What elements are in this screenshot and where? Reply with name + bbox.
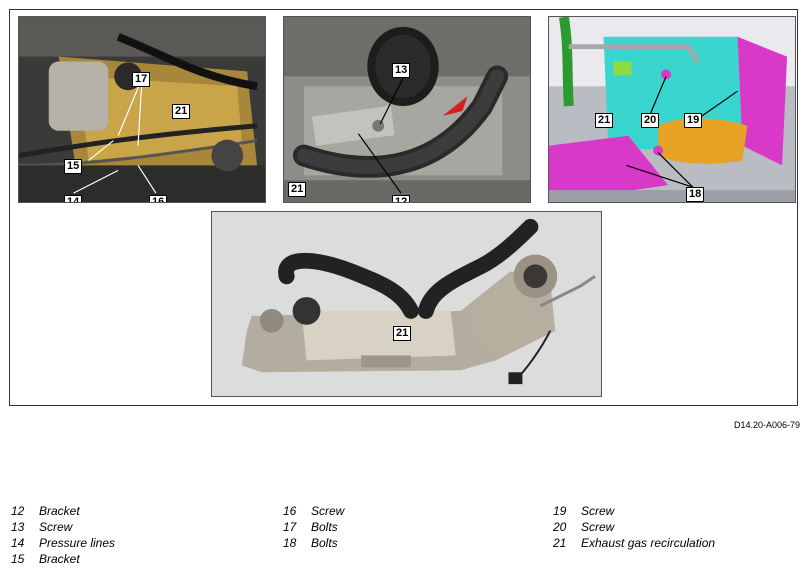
callout-21: 21 xyxy=(595,113,614,128)
legend-number: 15 xyxy=(11,552,25,566)
callout-21: 21 xyxy=(288,182,307,197)
legend-number: 14 xyxy=(11,536,25,550)
callout-20: 20 xyxy=(641,113,660,128)
figure-frame: 17 21 15 14 16 13 21 12 xyxy=(9,9,798,406)
photo-colored-schematic: 21 20 19 18 xyxy=(548,16,796,203)
legend-text: Screw xyxy=(581,504,615,518)
legend-text: Screw xyxy=(311,504,345,518)
legend-item: 19 Screw xyxy=(553,503,715,519)
callout-18: 18 xyxy=(686,187,705,202)
callout-15: 15 xyxy=(64,159,83,174)
legend-item: 13 Screw xyxy=(11,519,115,535)
callout-14: 14 xyxy=(64,195,83,202)
photo-egr-assembly: 21 xyxy=(211,211,602,397)
legend-number: 21 xyxy=(553,536,567,550)
legend-item: 18 Bolts xyxy=(283,535,344,551)
legend-number: 16 xyxy=(283,504,297,518)
figure-id: D14.20-A006-79 xyxy=(733,420,800,430)
legend-number: 17 xyxy=(283,520,297,534)
legend-text: Screw xyxy=(581,520,615,534)
legend-number: 18 xyxy=(283,536,297,550)
legend-item: 21 Exhaust gas recirculation xyxy=(553,535,715,551)
legend-item: 20 Screw xyxy=(553,519,715,535)
callout-21: 21 xyxy=(172,104,191,119)
legend-text: Pressure lines xyxy=(39,536,116,550)
callout-19: 19 xyxy=(684,113,703,128)
legend-item: 12 Bracket xyxy=(11,503,115,519)
legend-item: 15 Bracket xyxy=(11,551,115,567)
legend-number: 20 xyxy=(553,520,567,534)
photo-bracket-hose: 13 21 12 xyxy=(283,16,531,203)
legend-item: 16 Screw xyxy=(283,503,344,519)
legend-item: 14 Pressure lines xyxy=(11,535,115,551)
legend-text: Exhaust gas recirculation xyxy=(581,536,716,550)
callout-12: 12 xyxy=(392,195,411,202)
callout-13: 13 xyxy=(392,63,411,78)
callout-21: 21 xyxy=(393,326,412,341)
callout-16: 16 xyxy=(149,195,168,202)
legend-text: Bolts xyxy=(311,520,338,534)
legend-text: Bracket xyxy=(39,552,80,566)
legend-text: Bracket xyxy=(39,504,80,518)
legend-number: 12 xyxy=(11,504,25,518)
callout-17: 17 xyxy=(132,72,151,87)
legend-number: 13 xyxy=(11,520,25,534)
legend-text: Bolts xyxy=(311,536,338,550)
legend-number: 19 xyxy=(553,504,567,518)
legend-item: 17 Bolts xyxy=(283,519,344,535)
legend-text: Screw xyxy=(39,520,73,534)
photo-egr-top-view: 17 21 15 14 16 xyxy=(18,16,266,203)
